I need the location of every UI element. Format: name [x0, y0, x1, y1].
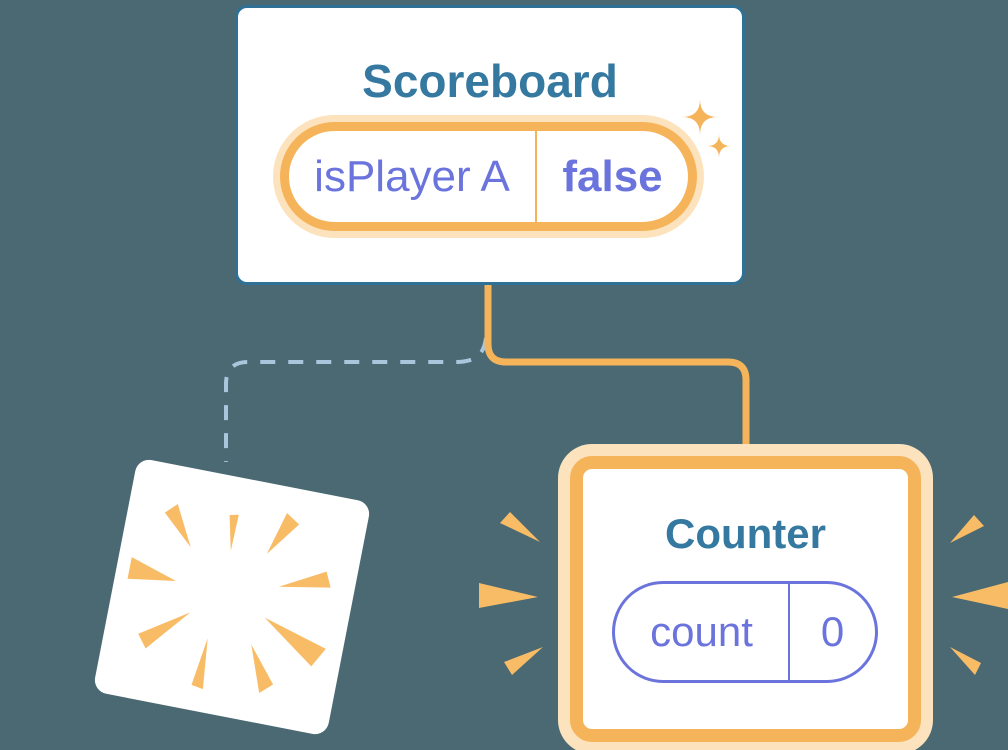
emphasis-mark [950, 515, 984, 543]
emphasis-mark [952, 582, 1008, 609]
emphasis-mark [504, 647, 543, 675]
pill-divider [535, 131, 537, 222]
burst-marks-left [479, 512, 543, 675]
poof-ray [266, 512, 300, 554]
emphasis-mark [950, 647, 981, 675]
poof-card-body [94, 459, 370, 735]
dashed-connector-line [224, 337, 488, 462]
counter-state-pill: count 0 [612, 581, 878, 683]
poof-ray [229, 514, 239, 551]
scoreboard-state-pill: isPlayer A false [280, 122, 697, 231]
scoreboard-card: Scoreboard isPlayer A false [235, 5, 745, 285]
poof-ray [191, 638, 208, 690]
poof-card [94, 459, 370, 735]
poof-ray [264, 617, 326, 667]
poof-ray [278, 571, 331, 588]
poof-ray [127, 557, 177, 582]
counter-title: Counter [665, 510, 826, 557]
poof-ray [251, 644, 274, 693]
poof-ray [138, 612, 191, 649]
state-name-label: isPlayer A [314, 151, 510, 201]
emphasis-mark [500, 512, 540, 542]
state-value-label: false [562, 151, 663, 201]
state-name-label: count [650, 608, 753, 655]
emphasis-mark [479, 583, 538, 608]
solid-connector-line [484, 280, 750, 470]
poof-ray [164, 503, 191, 548]
scoreboard-title: Scoreboard [362, 55, 618, 107]
burst-marks-right [950, 515, 1008, 675]
state-value-label: 0 [820, 608, 845, 655]
counter-card: Counter count 0 [570, 456, 921, 742]
pill-divider [788, 584, 790, 680]
